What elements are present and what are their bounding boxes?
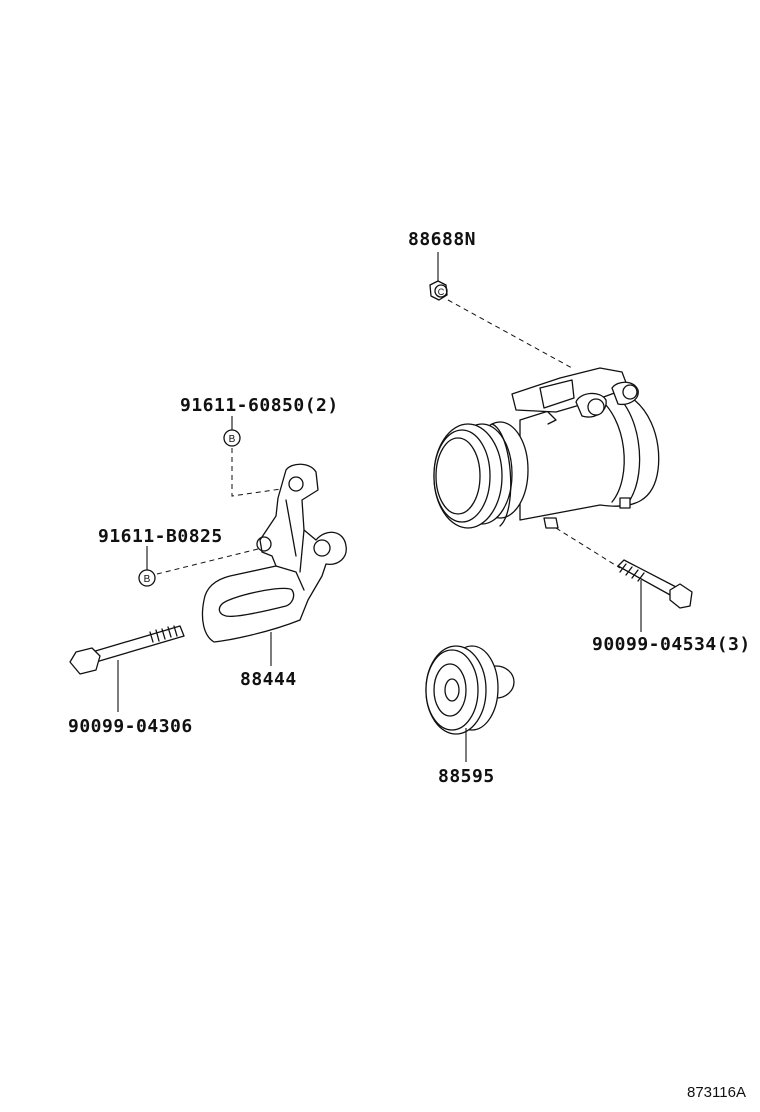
- label-bolt-top: 91611-60850(2): [180, 395, 339, 416]
- compressor-part: [433, 367, 660, 569]
- bolt-top-part: B: [223, 416, 289, 497]
- compressor-bolt-part: [617, 559, 693, 632]
- bolt-symbol-top: B: [229, 434, 236, 445]
- bolt-symbol-left: B: [144, 574, 151, 585]
- bolt-left-part: B: [138, 546, 263, 587]
- dash-cap-to-compressor: [447, 299, 573, 369]
- cap-symbol: C: [438, 287, 445, 297]
- dash-bolt-top: [231, 448, 289, 497]
- bracket-part: [201, 463, 347, 666]
- label-bolt-left: 91611-B0825: [98, 526, 223, 547]
- label-bracket: 88444: [240, 669, 297, 690]
- label-clutch: 88595: [438, 766, 495, 787]
- dash-compressor-to-bolt: [555, 527, 621, 569]
- dash-bolt-left: [156, 547, 263, 575]
- illustration-code: 873116A: [687, 1084, 746, 1101]
- clutch-part: [425, 645, 515, 762]
- label-compressor-cap: 88688N: [408, 229, 477, 250]
- label-compressor-bolt: 90099-04534(3): [592, 634, 751, 655]
- cap-part: C: [429, 252, 573, 369]
- long-bolt-part: [69, 625, 185, 712]
- label-long-bolt: 90099-04306: [68, 716, 193, 737]
